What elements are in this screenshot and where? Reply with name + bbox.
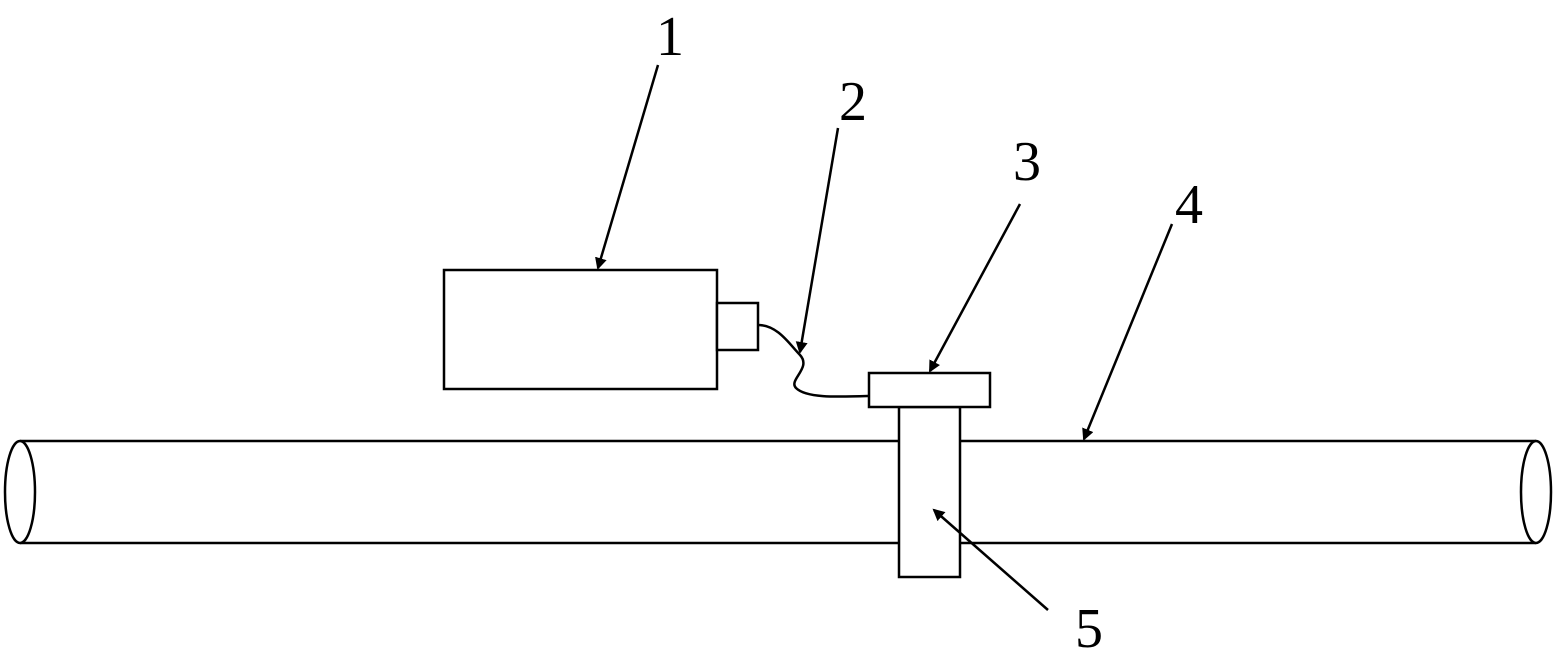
pipe-left-end <box>3 439 37 545</box>
main-unit-box <box>442 268 719 391</box>
label-3: 3 <box>1013 131 1041 193</box>
label-5: 5 <box>1075 598 1103 655</box>
pipe-sleeve <box>897 405 962 579</box>
sensor-cap <box>867 371 992 409</box>
label-2: 2 <box>839 71 867 133</box>
leader-arrow-4 <box>1082 223 1174 441</box>
leader-arrow-5 <box>932 508 1049 611</box>
pipe-right-end <box>1519 439 1553 545</box>
leader-arrow-2 <box>795 127 840 354</box>
pipe <box>3 439 1553 545</box>
leader-arrow-3 <box>928 203 1022 373</box>
main-unit-connector <box>715 301 760 352</box>
label-4: 4 <box>1175 174 1203 236</box>
signal-cable <box>757 323 870 398</box>
label-1: 1 <box>656 6 684 68</box>
leader-arrow-1 <box>595 64 660 270</box>
